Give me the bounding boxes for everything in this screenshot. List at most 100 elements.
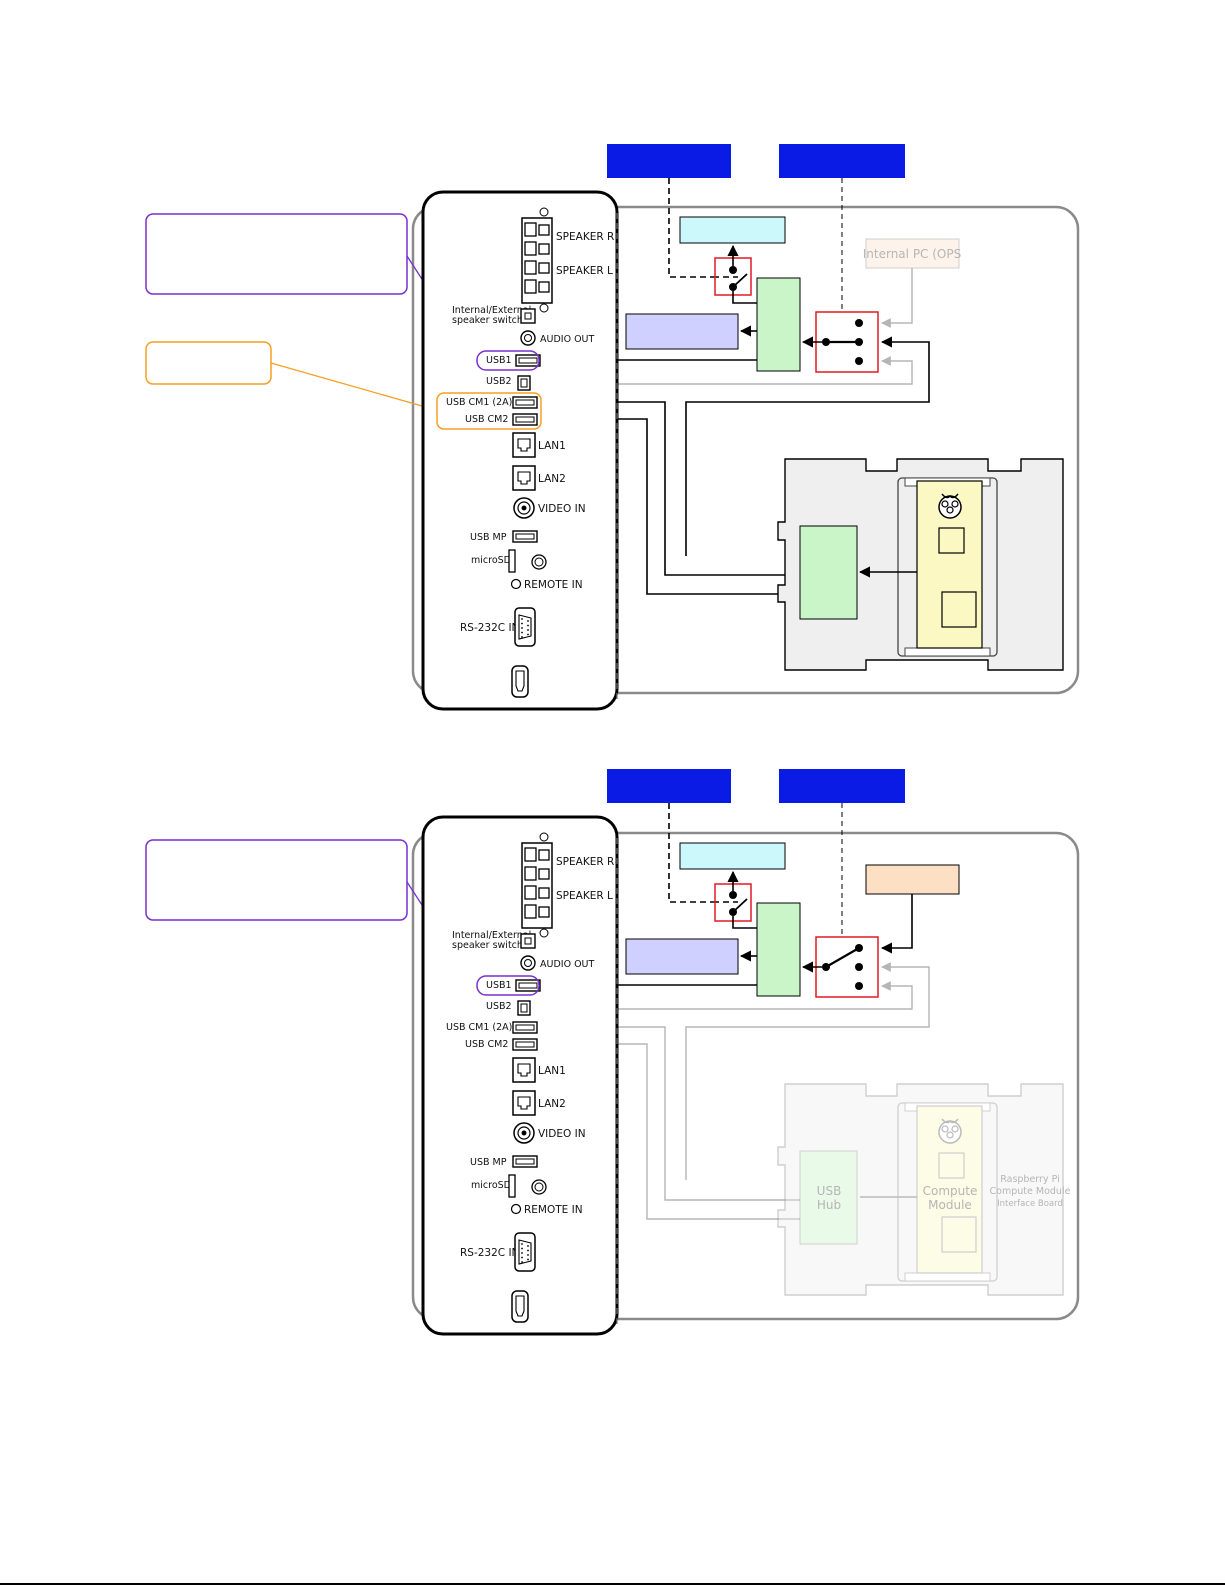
speaker-switch-label-2: speaker switch	[452, 940, 523, 951]
usb-hub-2	[799, 1150, 858, 1245]
microsd-label: microSD	[471, 1180, 511, 1191]
internal-pc-box-2	[865, 864, 960, 895]
internal-pc-box	[865, 238, 960, 269]
header-box-right-2	[779, 769, 905, 803]
lan2-label: LAN2	[538, 1098, 566, 1110]
usb-cm2-port-icon	[512, 413, 538, 426]
usb1-port-icon	[515, 354, 541, 367]
speaker-r-label: SPEAKER R	[556, 231, 614, 243]
usb1-highlight	[476, 975, 540, 996]
usb1-highlight	[476, 350, 540, 371]
io-panel-2: SPEAKER R SPEAKER L Internal/Externalspeak…	[421, 815, 619, 1336]
lan1-label: LAN1	[538, 440, 566, 452]
speaker-l-label: SPEAKER L	[556, 265, 613, 277]
audio-jack-icon	[520, 955, 536, 971]
remote-in-label: REMOTE IN	[524, 579, 583, 591]
raspberry-pi-logo-icon	[938, 1118, 962, 1144]
raspberry-pi-logo-icon	[938, 493, 962, 519]
diagram-1: Internal PC (OPS	[145, 144, 1080, 711]
usb-mp-port-icon	[512, 1155, 538, 1168]
usb-cm2-port-icon	[512, 1038, 538, 1051]
usb1-port-icon	[515, 979, 541, 992]
display-enclosure	[411, 205, 1080, 695]
usb-hub-label-1: USB	[817, 1184, 842, 1198]
compute-module-label-1: Compute	[923, 1184, 978, 1198]
hdmi-port-icon	[511, 1290, 529, 1323]
microsd-slot-icon	[508, 1174, 547, 1198]
usb1-callout-box-2	[145, 839, 408, 921]
usb-mp-label: USB MP	[470, 532, 507, 543]
speaker-switch-icon	[520, 308, 536, 324]
green-controller-box-2	[756, 902, 801, 997]
audio-out-label: AUDIO OUT	[540, 959, 594, 970]
cm-board-label-1: Raspberry Pi	[1000, 1174, 1060, 1185]
lavender-box	[625, 313, 739, 350]
usb-b-port-icon	[517, 1000, 531, 1016]
speaker-l-label: SPEAKER L	[556, 890, 613, 902]
rca-jack-icon	[513, 1122, 535, 1144]
usb-cm1-port-icon	[512, 1021, 538, 1034]
usb-cm2-label: USB CM2	[465, 414, 508, 425]
lan-port-icon	[512, 1057, 536, 1083]
rs232c-label: RS-232C IN	[460, 622, 519, 634]
speaker-switch-label-1: Internal/External	[452, 930, 531, 941]
io-panel: SPEAKER R SPEAKER L Internal/Externalspeak…	[421, 190, 619, 711]
speaker-switch-icon	[520, 933, 536, 949]
speaker-switch-label-1: Internal/External	[452, 305, 531, 316]
usb-cm1-label: USB CM1 (2A)	[446, 1022, 512, 1033]
speaker-r-label: SPEAKER R	[556, 856, 614, 868]
lan-port-icon	[512, 1090, 536, 1116]
usb-mp-port-icon	[512, 530, 538, 543]
lan-port-icon	[512, 432, 536, 458]
lan-port-icon	[512, 465, 536, 491]
header-box-left	[607, 144, 731, 178]
audio-jack-icon	[520, 330, 536, 346]
speaker-terminal-icon	[521, 832, 553, 938]
usb-cm1-port-icon	[512, 396, 538, 409]
usb2-label: USB2	[486, 376, 512, 387]
usb-cm-highlight	[436, 392, 542, 430]
cm-interface-board-2	[777, 1083, 1064, 1296]
cyan-output-box	[679, 216, 786, 244]
diagram-2: USB Hub Compute Module Raspberry Pi Comp…	[145, 769, 1080, 1336]
video-in-label: VIDEO IN	[538, 1128, 586, 1140]
internal-pc-label: Internal PC (OPS	[863, 247, 961, 261]
remote-sensor-icon	[510, 1203, 522, 1215]
usb1-label: USB1	[486, 980, 512, 991]
audio-out-label: AUDIO OUT	[540, 334, 594, 345]
hdmi-port-icon	[511, 665, 529, 698]
usb1-label: USB1	[486, 355, 512, 366]
speaker-terminal-icon	[521, 207, 553, 313]
video-in-label: VIDEO IN	[538, 503, 586, 515]
compute-module-2	[916, 1105, 983, 1274]
rca-jack-icon	[513, 497, 535, 519]
usb-mp-label: USB MP	[470, 1157, 507, 1168]
speaker-switch-label-2: speaker switch	[452, 315, 523, 326]
lavender-box-2	[625, 938, 739, 975]
header-box-right	[779, 144, 905, 178]
d-sub-port-icon	[514, 607, 536, 647]
cm-board-label-2: Compute Module	[990, 1186, 1071, 1197]
cyan-output-box-2	[679, 842, 786, 870]
usb-cm1-label: USB CM1 (2A)	[446, 397, 512, 408]
remote-in-label: REMOTE IN	[524, 1204, 583, 1216]
d-sub-port-icon	[514, 1232, 536, 1272]
usb-cm2-label: USB CM2	[465, 1039, 508, 1050]
display-enclosure-2	[411, 831, 1080, 1321]
remote-sensor-icon	[510, 578, 522, 590]
microsd-slot-icon	[508, 549, 547, 573]
microsd-label: microSD	[471, 555, 511, 566]
cm-board-label-3: Interface Board	[997, 1199, 1063, 1209]
rs232c-label: RS-232C IN	[460, 1247, 519, 1259]
lan2-label: LAN2	[538, 473, 566, 485]
lan1-label: LAN1	[538, 1065, 566, 1077]
usb-hub	[799, 525, 858, 620]
usb2-label: USB2	[486, 1001, 512, 1012]
compute-module-label-2: Module	[928, 1198, 972, 1212]
usb-hub-label-2: Hub	[817, 1198, 841, 1212]
usb1-callout-box	[145, 213, 408, 295]
usb-b-port-icon	[517, 375, 531, 391]
green-controller-box	[756, 277, 801, 372]
header-box-left-2	[607, 769, 731, 803]
